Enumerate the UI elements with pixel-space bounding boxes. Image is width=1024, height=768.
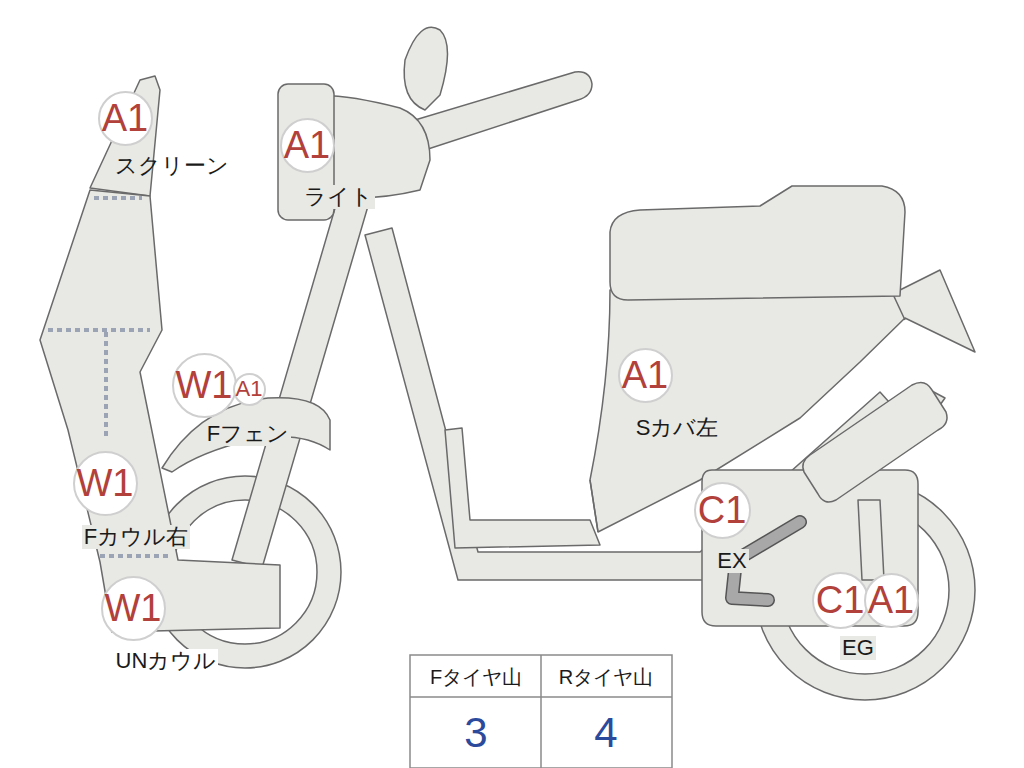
table-header: Fタイヤ山 <box>428 666 524 688</box>
part-name: スクリーン <box>113 154 231 178</box>
part-name: EX <box>715 549 748 573</box>
damage-code-circle: W1 <box>172 353 237 418</box>
damage-code: W1 <box>77 464 134 502</box>
damage-code: A1 <box>622 356 668 394</box>
damage-code: C1 <box>816 581 865 619</box>
damage-code-circle: A1 <box>864 573 919 628</box>
table-header: Rタイヤ山 <box>557 666 655 688</box>
damage-code-circle: C1 <box>812 572 869 629</box>
panel-division <box>94 196 142 200</box>
table-rule <box>540 655 542 768</box>
damage-code-circle: C1 <box>694 482 751 539</box>
damage-code-circle: A1 <box>98 91 153 146</box>
damage-code-circle: W1 <box>101 576 166 641</box>
screen <box>90 76 160 196</box>
handlebar <box>415 72 592 150</box>
damage-code: C1 <box>698 491 747 529</box>
panel-division <box>48 328 150 332</box>
damage-code-circle: A1 <box>233 373 266 406</box>
damage-code-circle: A1 <box>280 118 335 173</box>
mirror <box>404 27 447 110</box>
floor-board <box>445 428 600 548</box>
shock-rod <box>858 500 884 580</box>
damage-code-circle: A1 <box>618 348 673 403</box>
damage-code: A1 <box>868 581 914 619</box>
damage-code: W1 <box>105 589 162 627</box>
seat <box>610 186 905 300</box>
front-cowl <box>40 190 280 632</box>
part-name: EG <box>840 636 876 660</box>
tire-table <box>410 655 672 768</box>
front-fork <box>232 140 385 568</box>
damage-code: A1 <box>284 126 330 164</box>
panel-division <box>104 332 108 440</box>
damage-code: A1 <box>236 378 263 400</box>
part-name: UNカウル <box>114 649 219 673</box>
table-value: 3 <box>462 710 489 756</box>
part-name: Fカウル右 <box>82 525 190 549</box>
rear-shock <box>803 382 947 502</box>
part-name: ライト <box>302 185 375 209</box>
part-name: Sカバ左 <box>634 416 721 440</box>
damage-code-circle: W1 <box>73 451 138 516</box>
table-value: 4 <box>592 710 619 756</box>
cover-seam <box>590 480 598 532</box>
panel-division <box>100 554 172 558</box>
table-rule <box>410 696 672 698</box>
damage-code: W1 <box>176 366 233 404</box>
part-name: Fフェン <box>205 422 291 446</box>
damage-code: A1 <box>102 99 148 137</box>
